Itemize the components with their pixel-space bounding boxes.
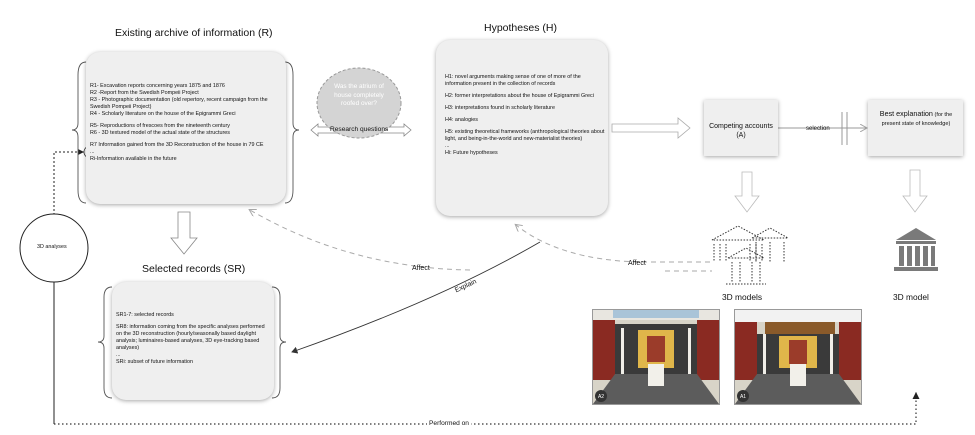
archive-to-selected-arrow bbox=[170, 211, 198, 255]
selected-record-item: SR1-7: selected records bbox=[116, 312, 174, 318]
reconstruction-photo-a2: A2 bbox=[592, 309, 720, 405]
archive-item: Ri-Information available in the future bbox=[90, 156, 177, 162]
explain-arrow bbox=[291, 241, 541, 354]
reconstruction-photo-a1: A1 bbox=[734, 309, 862, 405]
atrium-render-a1: A1 bbox=[735, 310, 861, 404]
analyses-dashed-arrow bbox=[53, 149, 84, 215]
photo-a2-badge: A2 bbox=[598, 394, 604, 400]
best-to-model-arrow bbox=[902, 169, 928, 213]
model-label: 3D model bbox=[893, 292, 929, 302]
best-explanation-text: Best explanation (for the present state … bbox=[872, 109, 960, 128]
performed-on-label: Performed on bbox=[427, 420, 471, 427]
archive-item: R3 - Photographic documentation (old rep… bbox=[90, 97, 268, 110]
accounts-to-models-arrow bbox=[734, 171, 760, 213]
archive-box bbox=[86, 52, 286, 204]
selected-records-title: Selected records (SR) bbox=[142, 263, 246, 275]
hypothesis-item: H1: novel arguments making sense of one … bbox=[445, 74, 581, 87]
research-questions-label: Research questions bbox=[330, 126, 389, 133]
affect-label-2: Affect bbox=[628, 260, 646, 267]
question-bubble-text: Was the atrium of house completely roofe… bbox=[334, 83, 384, 107]
atrium-render-a2: A2 bbox=[593, 310, 719, 404]
photo-a1-badge: A1 bbox=[740, 394, 746, 400]
temple-icon bbox=[894, 228, 938, 271]
selected-records-list: SR1-7: selected records SR8: information… bbox=[116, 312, 272, 366]
hypothesis-item: Hi: Future hypotheses bbox=[445, 150, 498, 156]
analyses-label: 3D analyses bbox=[37, 244, 67, 250]
models-label: 3D models bbox=[722, 292, 763, 302]
selection-label: selection bbox=[806, 126, 830, 132]
best-explanation-box bbox=[868, 100, 963, 156]
analyses-circle bbox=[19, 213, 89, 283]
archive-item: ... bbox=[90, 149, 95, 155]
selected-record-item: SRi: subset of future information bbox=[116, 359, 194, 365]
r7-label: R7 bbox=[90, 142, 97, 148]
best-explanation-rest: (for the present state of knowledge) bbox=[881, 112, 953, 127]
selected-right-brace bbox=[271, 286, 287, 399]
hypotheses-box bbox=[436, 40, 608, 216]
archive-item: R1- Excavation reports concerning years … bbox=[90, 83, 225, 89]
archive-right-brace bbox=[284, 61, 300, 204]
competing-accounts-text: Competing accounts (A) bbox=[709, 123, 773, 139]
hypothesis-item: H3: interpretations found in scholarly l… bbox=[445, 105, 555, 111]
hypotheses-to-accounts-arrow bbox=[611, 117, 691, 139]
archive-item-r7: R7 Information gained from the 3D Recons… bbox=[90, 142, 264, 148]
archive-left-brace bbox=[71, 61, 87, 204]
temples-icon bbox=[711, 225, 790, 285]
affect-arrow-archive bbox=[250, 210, 471, 271]
hypothesis-item: H4: analogies bbox=[445, 117, 478, 123]
archive-list: R1- Excavation reports concerning years … bbox=[90, 83, 286, 163]
archive-item: R6 - 3D textured model of the actual sta… bbox=[90, 130, 230, 136]
question-bubble-shape bbox=[316, 67, 402, 139]
affect-arrow-hypotheses bbox=[516, 225, 710, 263]
best-explanation-bold: Best explanation bbox=[879, 109, 933, 118]
hypothesis-item: H2: former interpretations about the hou… bbox=[445, 93, 594, 99]
archive-item: R4 - Scholarly literature on the house o… bbox=[90, 111, 236, 117]
archive-item: R5- Reproductions of frescoes from the n… bbox=[90, 123, 230, 129]
hypothesis-item: H5: existing theoretical frameworks (ant… bbox=[445, 129, 605, 142]
selected-record-item: ... bbox=[116, 352, 121, 358]
archive-title: Existing archive of information (R) bbox=[115, 27, 273, 39]
selected-records-box bbox=[112, 282, 274, 400]
selected-left-brace bbox=[97, 286, 113, 399]
archive-item: R2 -Report from the Swedish Pompeii Proj… bbox=[90, 90, 199, 96]
hypotheses-list: H1: novel arguments making sense of one … bbox=[445, 74, 605, 157]
affect-label-1: Affect bbox=[412, 265, 430, 272]
hypotheses-title: Hypotheses (H) bbox=[484, 22, 557, 34]
selected-record-item: SR8: information coming from the specifi… bbox=[116, 324, 265, 351]
competing-accounts-box bbox=[704, 100, 778, 156]
hypothesis-item: ... bbox=[445, 143, 450, 149]
